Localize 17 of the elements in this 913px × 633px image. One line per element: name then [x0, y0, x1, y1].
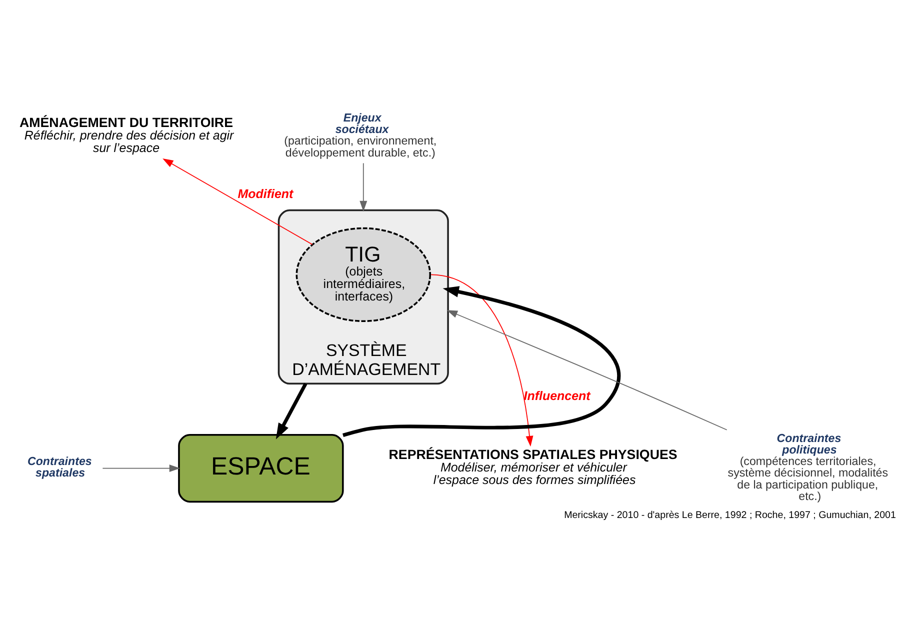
edge-label: Modifient: [238, 186, 294, 200]
arrow: [162, 158, 313, 244]
node-ellipse: TIG (objets intermédiaires, interfaces): [296, 226, 432, 322]
edge-label: Influencent: [524, 388, 590, 402]
arrow: [342, 286, 620, 436]
node-text: REPRÉSENTATIONS SPATIALES PHYSIQUES Modéliser, mémoriser et véhiculer l’espace sous des formes simplifiées: [388, 446, 678, 487]
node-text: Contraintes politiques (compétences territoriales, système décisionnel, modalités de la participation publique, etc.): [728, 432, 888, 502]
node-text: AMÉNAGEMENT DU TERRITOIRE Réfléchir, prendre des décision et agir sur l’espace: [19, 114, 234, 155]
arrow: [102, 464, 180, 472]
node-text: Enjeux sociétaux (participation, environnement, développement durable, etc.): [284, 112, 437, 159]
arrow: [276, 382, 308, 439]
node-box: ESPACE: [178, 434, 344, 502]
arrow: [360, 162, 368, 212]
arrow: [446, 310, 728, 430]
node-text: Contraintes spatiales: [28, 456, 92, 480]
caption: Mericskay - 2010 - d'après Le Berre, 1992 ; Roche, 1997 ; Gumuchian, 2001: [564, 510, 896, 521]
arrow: [430, 274, 534, 446]
